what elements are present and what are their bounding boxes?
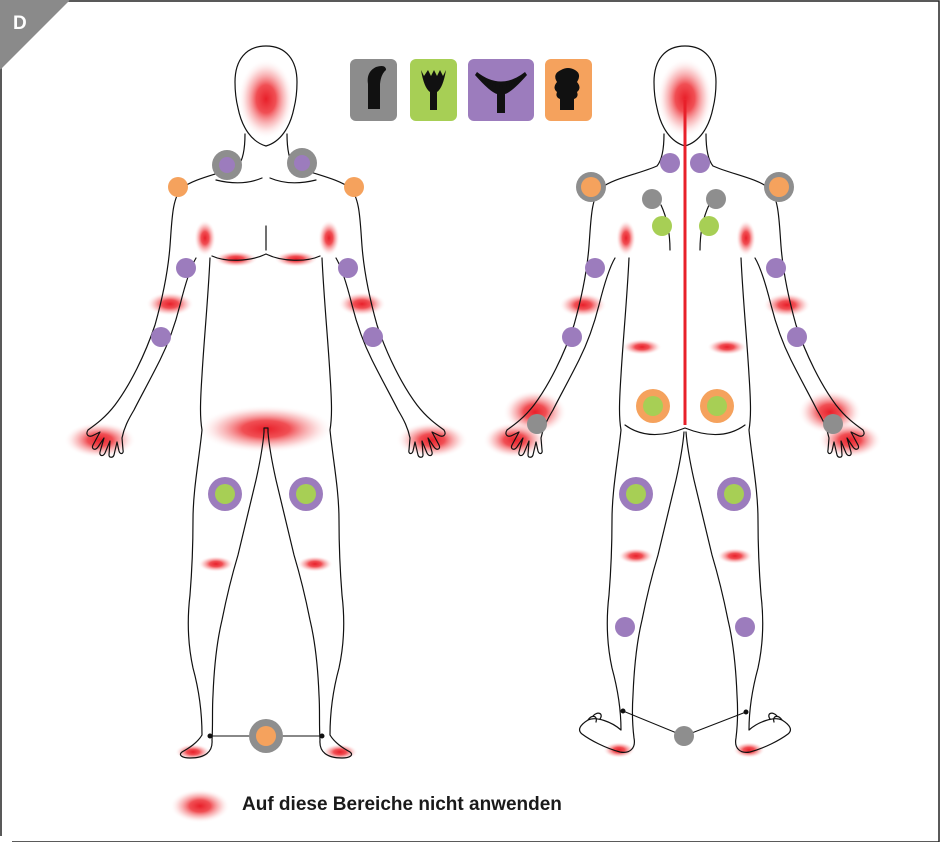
back-calf-point-right	[735, 617, 755, 637]
avoid-zones	[64, 58, 882, 760]
back-upper-back-green-left	[652, 216, 672, 236]
back-forearm-point-left	[562, 327, 582, 347]
panel-corner	[0, 0, 70, 70]
tool-icons	[350, 59, 592, 121]
front-upper-arm-point-right	[338, 258, 358, 278]
front-body-outline	[87, 46, 445, 758]
back-upper-back-green-right	[699, 216, 719, 236]
back-upper-arm-point-right	[766, 258, 786, 278]
legend-text: Auf diese Bereiche nicht anwenden	[242, 794, 562, 816]
front-shoulder-point-left	[168, 177, 188, 197]
back-hand-point-left	[527, 414, 547, 434]
orange-tool-icon	[545, 59, 592, 121]
back-neck-point-left	[660, 153, 680, 173]
back-neck-point-right	[690, 153, 710, 173]
purple-tool-icon	[468, 59, 534, 121]
back-foot-point	[674, 726, 694, 746]
back-forearm-point-right	[787, 327, 807, 347]
back-upper-back-gray-right	[706, 189, 726, 209]
panel-label: D	[13, 13, 27, 34]
back-upper-arm-point-left	[585, 258, 605, 278]
green-tool-icon	[410, 59, 457, 121]
back-calf-point-left	[615, 617, 635, 637]
legend-swatch	[170, 789, 230, 823]
back-hand-point-right	[823, 414, 843, 434]
back-upper-back-gray-left	[642, 189, 662, 209]
front-shoulder-point-right	[344, 177, 364, 197]
front-forearm-point-left	[151, 327, 171, 347]
gray-tool-icon	[350, 59, 397, 121]
front-upper-arm-point-left	[176, 258, 196, 278]
foot-connectors	[208, 709, 748, 738]
front-forearm-point-right	[363, 327, 383, 347]
